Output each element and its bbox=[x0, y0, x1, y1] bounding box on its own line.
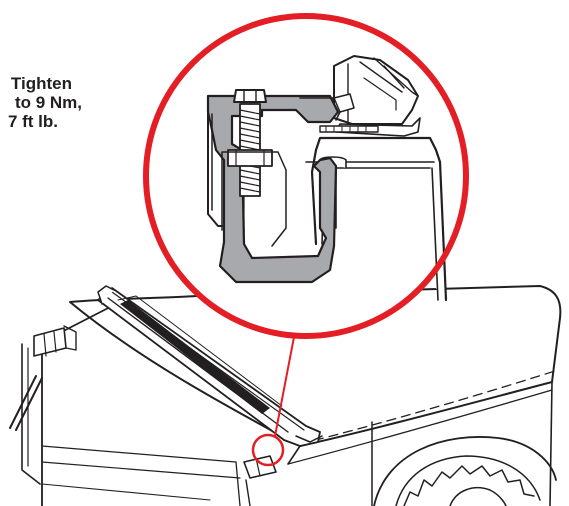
instruction-line-1: Tighten bbox=[10, 74, 72, 93]
tire bbox=[395, 455, 541, 506]
prop-rod bbox=[9, 375, 43, 431]
detail-callout-ring bbox=[143, 13, 469, 339]
wheel-arch bbox=[373, 436, 557, 506]
callout-small-circle bbox=[251, 433, 285, 467]
cover-seam bbox=[299, 369, 559, 445]
callout-leader-line bbox=[274, 336, 295, 437]
cover-frame-profile bbox=[333, 55, 419, 125]
clamp-detail bbox=[206, 55, 448, 302]
bolt-head bbox=[233, 89, 267, 103]
bed-rail-profile bbox=[310, 136, 448, 302]
nut bbox=[227, 149, 273, 167]
bed-side-wall bbox=[287, 381, 553, 506]
instruction-line-2: to 9 Nm, bbox=[14, 93, 82, 112]
truck-bed bbox=[9, 285, 562, 506]
cover-rail bbox=[97, 285, 323, 447]
clamp-body bbox=[206, 94, 340, 284]
instruction-line-3: 7 ft lb. bbox=[7, 112, 58, 131]
